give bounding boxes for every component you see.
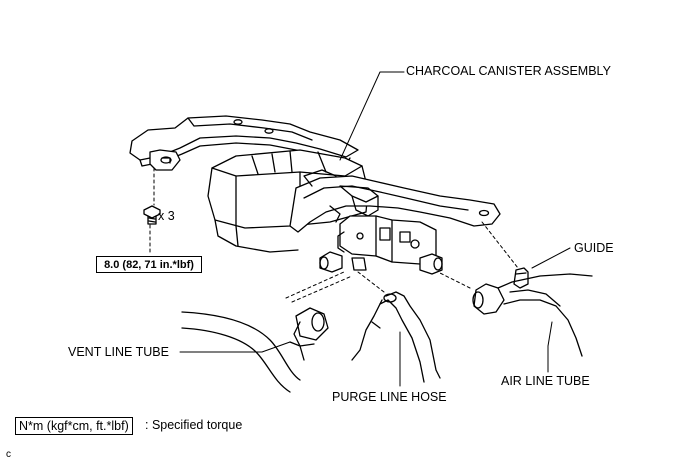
air-line-tube [472, 273, 593, 357]
legend-unit-box: N*m (kgf*cm, ft.*lbf) [15, 417, 133, 435]
torque-spec-box: 8.0 (82, 71 in.*lbf) [96, 256, 202, 273]
charcoal-canister-label: CHARCOAL CANISTER ASSEMBLY [406, 64, 611, 78]
leader-lines [179, 71, 571, 387]
vent-line-tube [181, 307, 329, 393]
valve-block [319, 215, 443, 275]
legend-description: : Specified torque [145, 418, 243, 432]
guide-label: GUIDE [574, 241, 614, 255]
guide-clip [513, 267, 529, 289]
vent-line-tube-label: VENT LINE TUBE [68, 345, 169, 359]
purge-line-hose-label: PURGE LINE HOSE [332, 390, 447, 404]
bolt-quantity: x 3 [158, 209, 175, 223]
lower-bracket [289, 169, 501, 233]
projection-lines [149, 167, 519, 303]
corner-mark: c [6, 449, 11, 460]
purge-line-hose [351, 291, 441, 383]
bolt [143, 205, 161, 225]
air-line-tube-label: AIR LINE TUBE [501, 374, 590, 388]
